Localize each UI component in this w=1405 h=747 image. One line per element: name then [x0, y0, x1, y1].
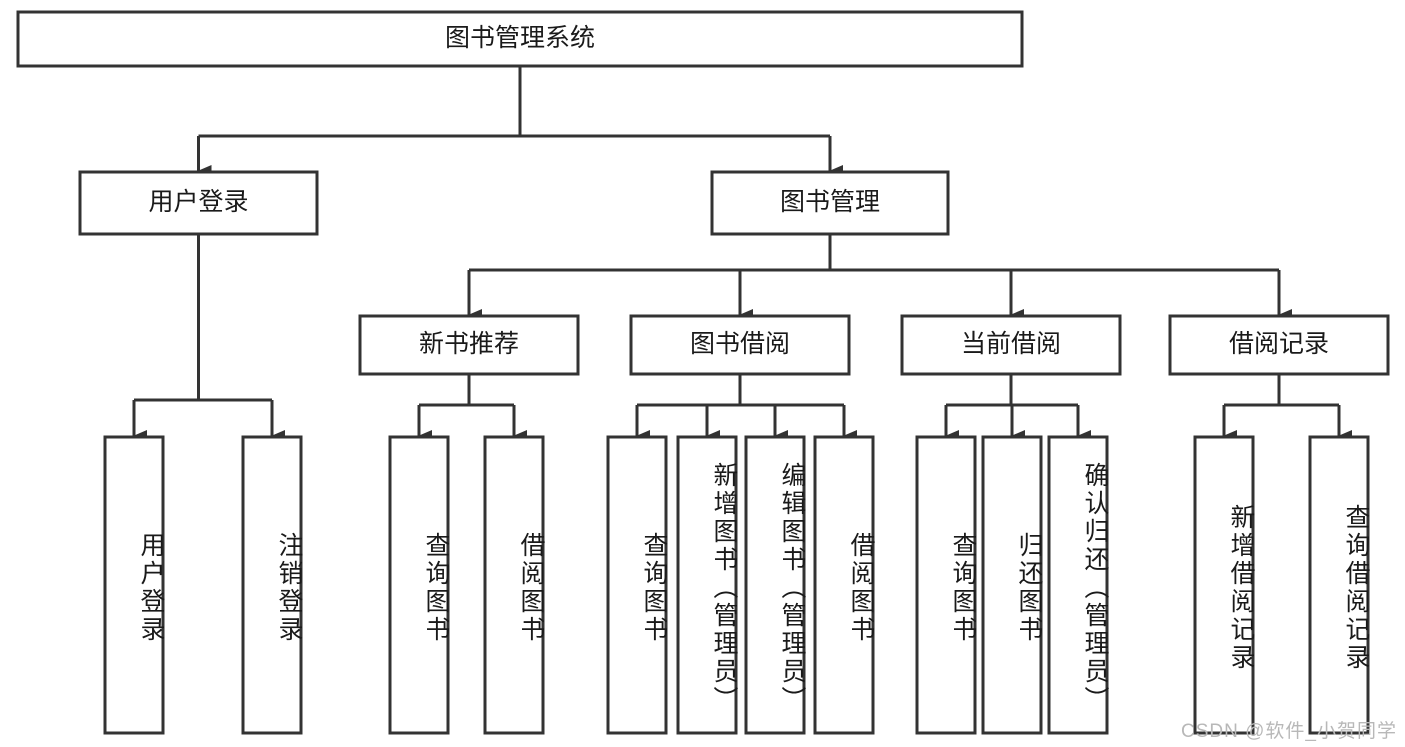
node-box-leaf-query-borrow-record[interactable]	[1308, 435, 1370, 735]
node-box-book-management[interactable]	[710, 170, 950, 236]
node-box-new-book-recommend[interactable]	[358, 314, 580, 376]
node-box-leaf-add-borrow-record[interactable]	[1193, 435, 1255, 735]
node-box-leaf-borrow-book[interactable]	[813, 435, 875, 735]
node-box-leaf-user-login[interactable]	[103, 435, 165, 735]
node-box-leaf-confirm-return-admin[interactable]	[1047, 435, 1109, 735]
node-box-leaf-query-book-current[interactable]	[915, 435, 977, 735]
watermark-text: CSDN @软件_小贺同学	[1181, 721, 1397, 742]
node-box-root[interactable]	[16, 10, 1024, 68]
node-box-leaf-return-book[interactable]	[981, 435, 1043, 735]
node-box-leaf-logout[interactable]	[241, 435, 303, 735]
edge-group	[132, 66, 1352, 442]
node-box-leaf-add-book-admin[interactable]	[676, 435, 738, 735]
node-box-borrow-record[interactable]	[1168, 314, 1390, 376]
node-box-book-borrow[interactable]	[629, 314, 851, 376]
node-box-leaf-query-book-recommend[interactable]	[388, 435, 450, 735]
node-box-group	[16, 10, 1390, 735]
node-box-current-borrow[interactable]	[900, 314, 1122, 376]
node-box-user-login[interactable]	[78, 170, 319, 236]
node-box-leaf-edit-book-admin[interactable]	[744, 435, 806, 735]
node-box-leaf-borrow-book-recommend[interactable]	[483, 435, 545, 735]
node-box-leaf-query-book-borrow[interactable]	[606, 435, 668, 735]
